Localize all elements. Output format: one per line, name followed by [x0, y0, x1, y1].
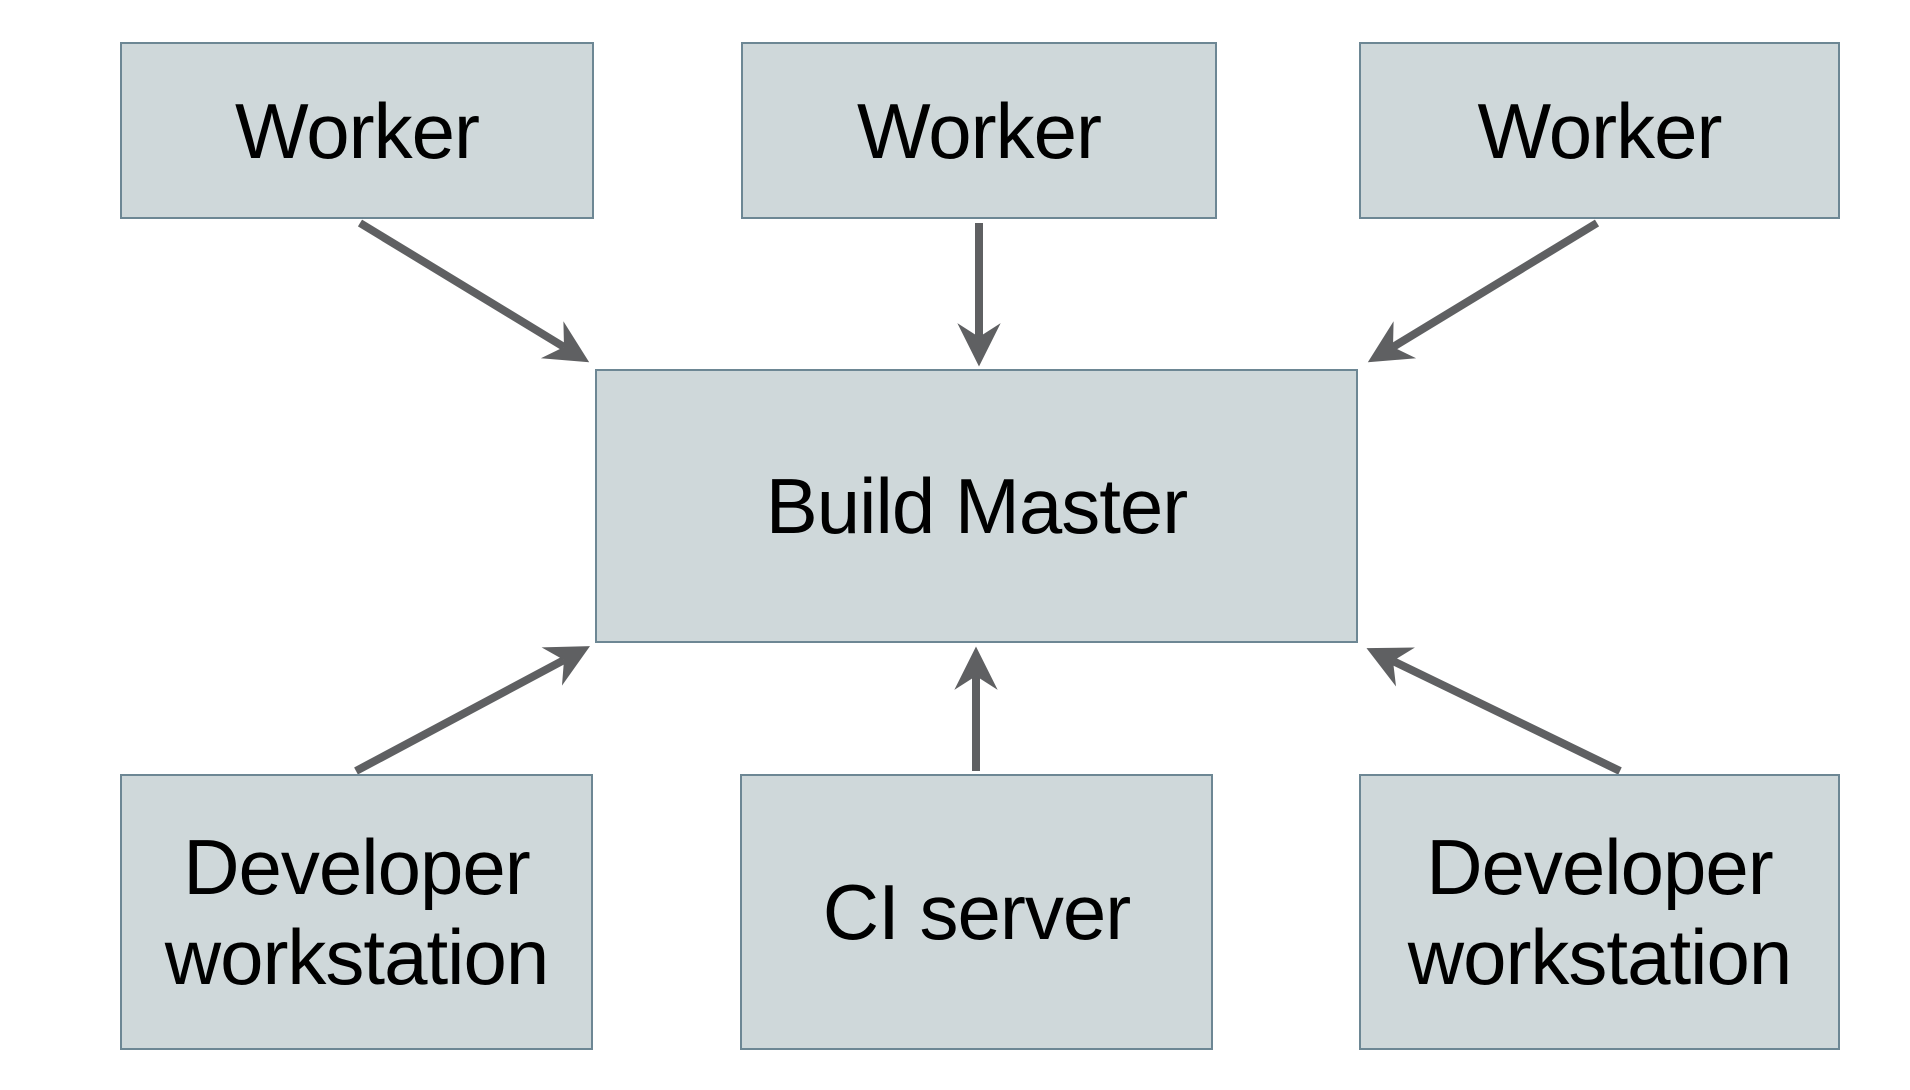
node-worker-1-label: Worker	[235, 86, 480, 175]
node-developer-workstation-right: Developer workstation	[1359, 774, 1840, 1050]
node-worker-1: Worker	[120, 42, 594, 219]
node-worker-2: Worker	[741, 42, 1217, 219]
edge-worker-3-to-build-master	[1367, 219, 1600, 363]
node-worker-3: Worker	[1359, 42, 1840, 219]
node-worker-3-label: Worker	[1477, 86, 1723, 175]
edge-developer-workstation-left-to-build-master	[354, 646, 590, 775]
edge-worker-1-to-build-master	[357, 219, 590, 363]
node-developer-workstation-left: Developer workstation	[120, 774, 593, 1050]
node-worker-2-label: Worker	[857, 86, 1102, 175]
node-developer-workstation-right-label: Developer workstation	[1407, 823, 1793, 1001]
edge-developer-workstation-right-to-build-master	[1366, 647, 1622, 775]
node-build-master-label: Build Master	[765, 462, 1188, 550]
node-ci-server-label: CI server	[822, 868, 1131, 956]
node-developer-workstation-left-label: Developer workstation	[164, 823, 550, 1001]
node-build-master: Build Master	[595, 369, 1358, 643]
node-ci-server: CI server	[740, 774, 1213, 1050]
